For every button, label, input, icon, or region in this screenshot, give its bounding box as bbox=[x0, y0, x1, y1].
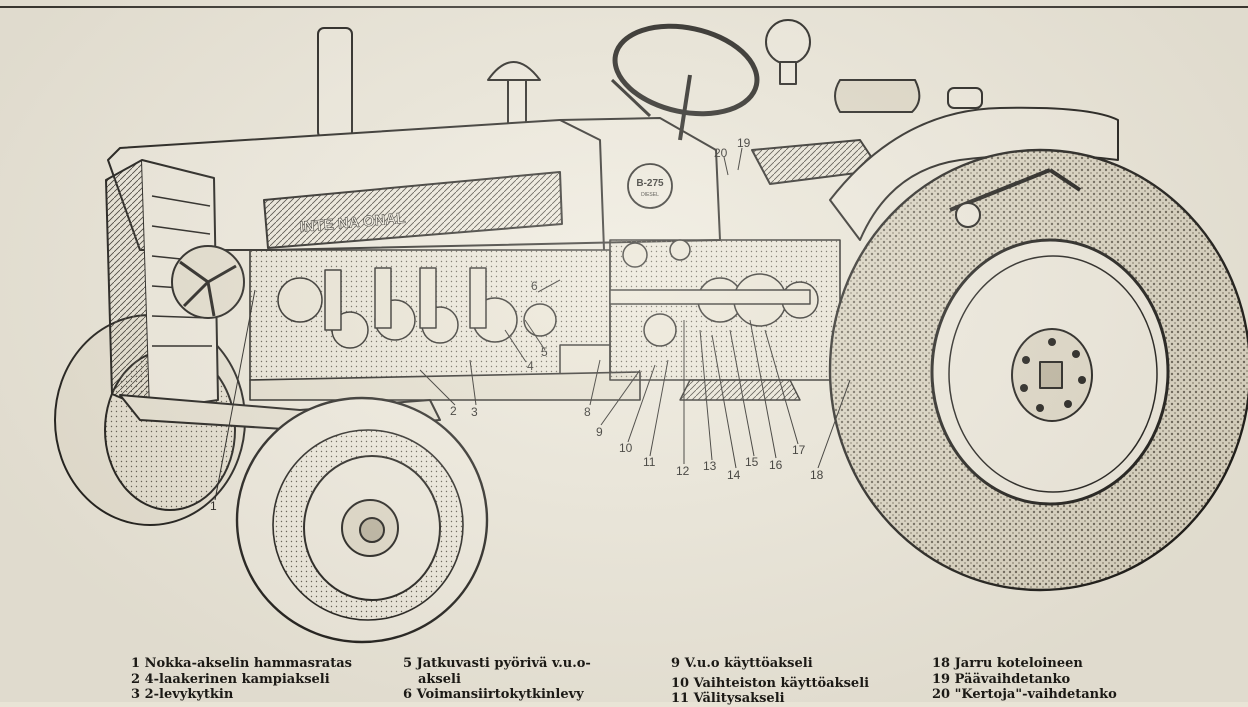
rear-fender bbox=[829, 106, 1119, 241]
callout-18: 18 bbox=[810, 468, 824, 482]
model-badge bbox=[627, 163, 673, 209]
callout-5: 5 bbox=[541, 345, 548, 359]
callout-12: 12 bbox=[676, 464, 690, 478]
legend-item: 2 4-laakerinen kampiakseli bbox=[131, 671, 330, 687]
callout-1: 1 bbox=[210, 499, 217, 513]
gauge-dial bbox=[765, 19, 811, 65]
engine-block bbox=[249, 249, 641, 401]
badge-diesel: DIESEL bbox=[641, 192, 659, 198]
legend-item: 18 Jarru koteloineen bbox=[932, 656, 1083, 671]
callout-numbers: 1 2 3 4 5 6 8 9 10 11 12 13 14 15 16 17 … bbox=[210, 136, 824, 513]
callout-11: 11 bbox=[643, 455, 656, 469]
legend-column-3: 9 V.u.o käyttöakseli 10 Vaihteiston käyt… bbox=[671, 656, 869, 707]
air-intake-cap bbox=[487, 61, 541, 81]
callout-13: 13 bbox=[703, 459, 717, 473]
callout-15: 15 bbox=[745, 455, 759, 469]
top-rule bbox=[0, 6, 1248, 8]
gear-lever bbox=[610, 78, 652, 118]
legend-item: 10 Vaihteiston käyttöakseli bbox=[671, 675, 870, 691]
legend-item: 9 V.u.o käyttöakseli bbox=[671, 656, 813, 671]
legend-item: 3 2-levykytkin bbox=[131, 687, 234, 702]
badge-model: B-275 bbox=[636, 178, 664, 189]
legend-item: 11 Välitysakseli bbox=[671, 691, 785, 706]
callout-9: 9 bbox=[596, 425, 603, 439]
grille-panel bbox=[263, 171, 563, 249]
callout-20: 20 bbox=[714, 146, 728, 160]
legend-item: 20 "Kertoja"-vaihdetanko bbox=[932, 687, 1117, 702]
callout-8: 8 bbox=[584, 405, 591, 419]
lamp bbox=[947, 87, 983, 109]
seat-back bbox=[834, 79, 921, 113]
legend-item: akseli bbox=[418, 671, 461, 687]
steering-column bbox=[678, 74, 692, 141]
callout-19: 19 bbox=[737, 136, 751, 150]
legend-item: 19 Päävaihdetanko bbox=[932, 671, 1071, 687]
callout-6: 6 bbox=[531, 279, 538, 293]
tractor-cutaway-drawing: B-275 DIESEL INTE NA ONAL 1 2 3 4 5 6 8 … bbox=[54, 19, 1248, 644]
transmission bbox=[609, 239, 841, 401]
legend-column-1: 1 Nokka-akselin hammasratas 2 4-laakerin… bbox=[131, 656, 352, 703]
callout-leaders bbox=[214, 147, 851, 501]
callout-4: 4 bbox=[527, 359, 534, 373]
steering-wheel bbox=[612, 23, 760, 117]
legend-column-2: 5 Jatkuvasti pyörivä v.u.o- akseli 6 Voi… bbox=[403, 656, 591, 703]
callout-3: 3 bbox=[471, 405, 478, 419]
exhaust-pipe bbox=[317, 27, 353, 139]
callout-14: 14 bbox=[727, 468, 741, 482]
near-front-wheel bbox=[235, 396, 489, 644]
callout-10: 10 bbox=[619, 441, 633, 455]
legend-item: 1 Nokka-akselin hammasratas bbox=[131, 656, 352, 671]
callout-17: 17 bbox=[792, 443, 806, 457]
callout-2: 2 bbox=[450, 404, 457, 418]
legend-column-4: 18 Jarru koteloineen 19 Päävaihdetanko 2… bbox=[932, 656, 1117, 703]
callout-16: 16 bbox=[769, 458, 783, 472]
legend-item: 5 Jatkuvasti pyörivä v.u.o- bbox=[403, 656, 591, 671]
legend-item: 6 Voimansiirtokytkinlevy bbox=[403, 687, 584, 702]
rear-wheel bbox=[828, 148, 1248, 592]
